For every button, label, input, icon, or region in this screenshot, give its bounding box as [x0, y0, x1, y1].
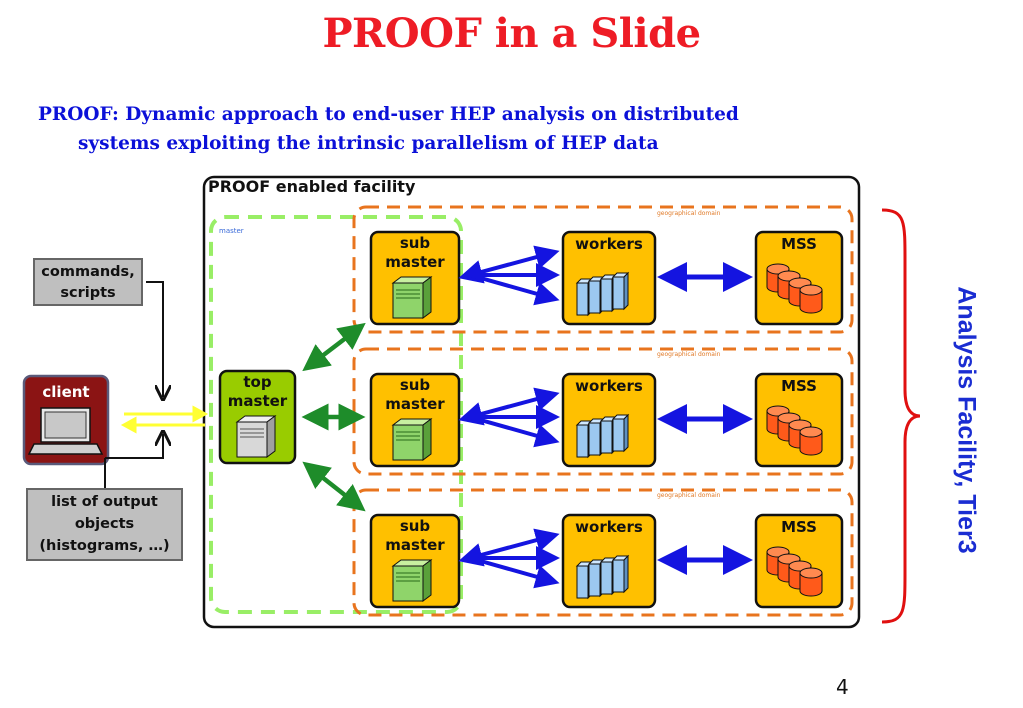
server-icon [392, 559, 432, 602]
server-icon [392, 418, 432, 461]
commands-box: commands, scripts [33, 258, 143, 306]
page-number: 4 [836, 675, 849, 699]
side-label: Analysis Facility, Tier3 [952, 286, 981, 554]
laptop-icon [27, 407, 104, 455]
workers-label-3: workers [575, 518, 643, 536]
output-line-1: list of output [51, 494, 158, 510]
master-region-label: master [219, 227, 244, 235]
mss-label-1: MSS [781, 235, 817, 253]
workers-rack-icon [576, 414, 629, 458]
domain-label-3: geographical domain [657, 492, 721, 499]
commands-connector [146, 281, 163, 397]
master-arrows [301, 322, 366, 512]
workers-label-1: workers [575, 235, 643, 253]
domain-1 [352, 205, 854, 334]
workers-rack-icon [576, 272, 629, 316]
server-icon [392, 276, 432, 319]
fan-arrows [458, 245, 560, 589]
mss-label-2: MSS [781, 377, 817, 395]
domain-3 [352, 488, 854, 617]
subtitle-line-2: systems exploiting the intrinsic paralle… [78, 133, 659, 154]
client-arrows [120, 405, 209, 434]
facility-label: PROOF enabled facility [208, 177, 416, 196]
commands-line-2: scripts [60, 285, 116, 301]
output-connector [105, 434, 163, 459]
subtitle-line-1: PROOF: Dynamic approach to end-user HEP … [38, 104, 739, 125]
output-list-box: list of output objects (histograms, …) [26, 488, 183, 561]
client-label: client [42, 383, 90, 401]
page-title: PROOF in a Slide [322, 10, 701, 57]
output-line-3: (histograms, …) [39, 538, 170, 554]
workers-rack-icon [576, 555, 629, 599]
domain-label-1: geographical domain [657, 210, 721, 217]
facility-brace [881, 208, 921, 624]
workers-label-2: workers [575, 377, 643, 395]
domain-label-2: geographical domain [657, 351, 721, 358]
commands-line-1: commands, [41, 264, 135, 280]
server-icon [236, 415, 276, 458]
output-line-2: objects [74, 516, 135, 532]
workers-mss-arrows [657, 262, 753, 575]
mss-label-3: MSS [781, 518, 817, 536]
subtitle: PROOF: Dynamic approach to end-user HEP … [38, 100, 968, 158]
